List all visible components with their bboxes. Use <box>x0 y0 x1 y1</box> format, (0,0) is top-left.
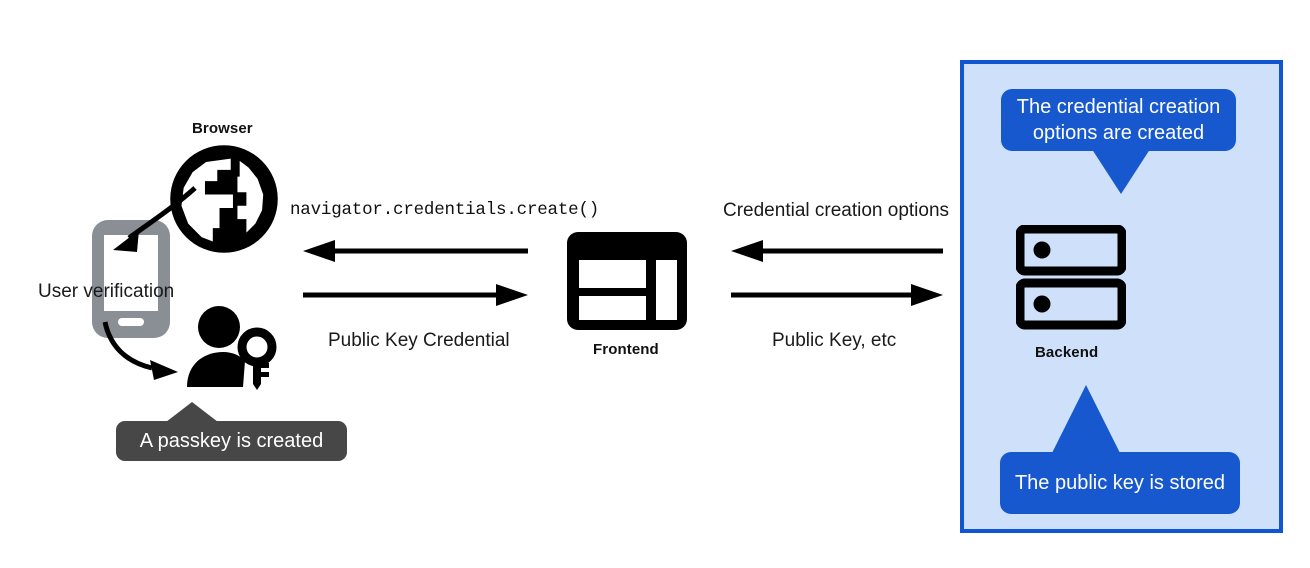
arrow-browser-to-frontend <box>303 284 528 306</box>
passkey-tooltip-tail <box>166 402 218 422</box>
arrow-browser-to-device <box>95 180 205 270</box>
arrow-label-credential-creation-options: Credential creation options <box>723 200 950 221</box>
arrow-label-public-key-etc: Public Key, etc <box>772 330 897 351</box>
globe-icon <box>168 143 280 255</box>
backend-label: Backend <box>1035 344 1099 361</box>
callout-bottom-tail <box>1051 385 1121 455</box>
browser-label: Browser <box>192 120 253 137</box>
arrow-label-public-key-credential: Public Key Credential <box>328 330 510 351</box>
backend-callout-bottom: The public key is stored <box>1000 452 1240 514</box>
arrow-label-credentials-create: navigator.credentials.create() <box>290 200 600 220</box>
frontend-label: Frontend <box>593 341 659 358</box>
mobile-phone-icon <box>90 218 172 340</box>
user-verification-label: User verification <box>38 281 175 302</box>
passkey-tooltip: A passkey is created <box>116 421 347 461</box>
person-with-key-icon <box>185 305 280 390</box>
server-rack-icon <box>1015 224 1127 330</box>
arrow-frontend-to-browser <box>303 240 528 262</box>
arrow-backend-to-frontend <box>731 240 943 262</box>
backend-callout-top: The credential creation options are crea… <box>1001 89 1236 151</box>
arrow-device-to-user <box>100 320 205 390</box>
browser-window-icon <box>567 232 687 330</box>
arrow-frontend-to-backend <box>731 284 943 306</box>
